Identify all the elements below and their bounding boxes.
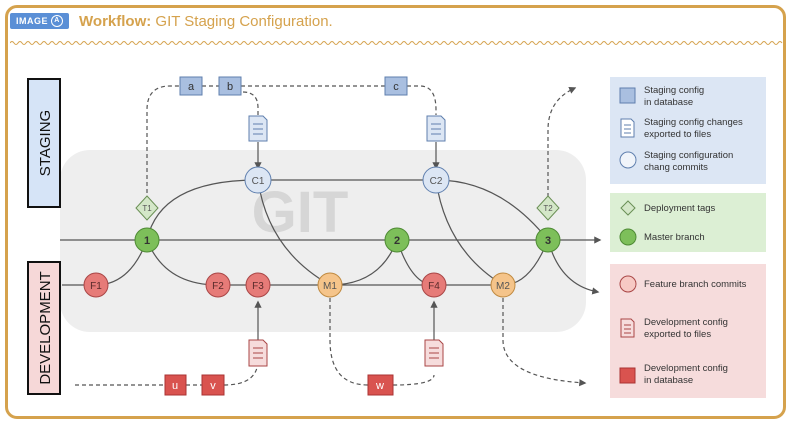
legend-deployment-tags: Deployment tags (644, 203, 716, 214)
merge-commit-m1-label: M1 (323, 281, 337, 292)
image-badge-text: IMAGE (16, 16, 49, 26)
legend-staging-panel (610, 77, 766, 184)
image-badge: IMAGE A (10, 13, 70, 29)
staging-commit-c1: C1 (244, 166, 272, 194)
legend-dev-files-line1: Development config (644, 317, 728, 328)
staging-db-b-label: b (227, 81, 233, 93)
legend-staging-commits-line1: Staging configuration (644, 150, 733, 161)
legend-circle-blue-icon (619, 151, 637, 169)
deployment-tag-t1: T1 (135, 195, 159, 221)
merge-commit-m1: M1 (317, 272, 343, 298)
staging-file-icon-2 (426, 115, 446, 142)
legend-circle-green-icon (619, 228, 637, 246)
legend-square-blue-icon (619, 87, 636, 104)
staging-file-icon-1 (248, 115, 268, 142)
image-badge-letter: A (51, 15, 64, 27)
m2-out-dashed-arrow (502, 298, 587, 387)
staging-db-b: b (218, 76, 242, 96)
staging-commit-c2: C2 (422, 166, 450, 194)
figure-title-lead: Workflow: (79, 12, 152, 30)
legend-dev-files-line2: exported to files (644, 329, 711, 340)
master-commit-3: 3 (535, 227, 561, 253)
master-commit-2-label: 2 (394, 235, 400, 247)
staging-db-c-label: c (393, 81, 399, 93)
feature-commit-f2: F2 (205, 272, 231, 298)
legend-diamond-green-icon (620, 200, 636, 216)
master-commit-2: 2 (384, 227, 410, 253)
feature-commit-f3: F3 (245, 272, 271, 298)
deployment-tag-t1-label: T1 (142, 204, 152, 213)
legend-master-panel (610, 193, 766, 252)
master-commit-1: 1 (134, 227, 160, 253)
feature-commit-f3-label: F3 (252, 281, 264, 292)
legend-master-branch: Master branch (644, 232, 705, 243)
legend-staging-db-line1: Staging config (644, 85, 704, 96)
merge-commit-m2-label: M2 (496, 281, 510, 292)
c2-to-m2-line (435, 179, 504, 286)
dev-db-v: v (201, 374, 225, 396)
master-commit-1-label: 1 (144, 235, 150, 247)
dev-db-dashed-path (75, 359, 259, 386)
staging-commit-c2-label: C2 (430, 176, 443, 187)
feature-commit-f1: F1 (83, 272, 109, 298)
m1-to-w-dashed (329, 298, 435, 386)
legend-circle-pink-icon (619, 275, 637, 293)
dev-file-icon-1 (248, 339, 268, 367)
t2-deploy-dashed-arrow (547, 87, 577, 197)
dev-db-w-label: w (375, 380, 384, 392)
figure-title-rest: GIT Staging Configuration. (151, 12, 333, 30)
staging-db-c: c (384, 76, 408, 96)
legend-file-blue-icon (620, 118, 635, 138)
deployment-tag-t2-label: T2 (543, 204, 553, 213)
staging-db-dashed-path (146, 85, 437, 200)
legend-staging-files-line1: Staging config changes (644, 117, 743, 128)
wavy-divider (10, 40, 785, 46)
staging-db-a-label: a (188, 81, 195, 93)
feature-line-1 (146, 239, 398, 286)
b-to-file-dashed (242, 91, 259, 115)
feature-commit-f1-label: F1 (90, 281, 102, 292)
git-watermark: GIT (252, 180, 349, 245)
feature-commit-f2-label: F2 (212, 281, 224, 292)
dev-db-w: w (367, 374, 394, 396)
feature-commit-f4: F4 (421, 272, 447, 298)
staging-db-a: a (179, 76, 203, 96)
staging-side-label: STAGING (27, 78, 61, 208)
staging-side-label-text: STAGING (37, 110, 54, 176)
merge-commit-m2: M2 (490, 272, 516, 298)
legend-staging-commits-line2: chang commits (644, 162, 708, 173)
staging-commit-c1-label: C1 (252, 176, 265, 187)
legend-feature-commits: Feature branch commits (644, 279, 747, 290)
master-commit-3-label: 3 (545, 235, 551, 247)
figure-header: IMAGE A Workflow: GIT Staging Configurat… (10, 10, 333, 32)
feature-commit-f4-label: F4 (428, 281, 440, 292)
dev-db-u: u (164, 374, 187, 396)
legend-file-pink-icon (620, 318, 635, 338)
c1-to-m1-line (257, 179, 331, 286)
development-side-label: DEVELOPMENT (27, 261, 61, 395)
legend-dev-db-line2: in database (644, 375, 693, 386)
legend-staging-files-line2: exported to files (644, 129, 711, 140)
legend-square-red-icon (619, 367, 636, 384)
deployment-tag-t2: T2 (536, 195, 560, 221)
dev-db-u-label: u (172, 380, 178, 392)
legend-dev-db-line1: Development config (644, 363, 728, 374)
development-side-label-text: DEVELOPMENT (37, 271, 54, 384)
dev-file-icon-2 (424, 339, 444, 367)
legend-staging-db-line2: in database (644, 97, 693, 108)
dev-db-v-label: v (210, 380, 216, 392)
figure-title: Workflow: GIT Staging Configuration. (79, 13, 333, 30)
git-band (60, 150, 586, 332)
